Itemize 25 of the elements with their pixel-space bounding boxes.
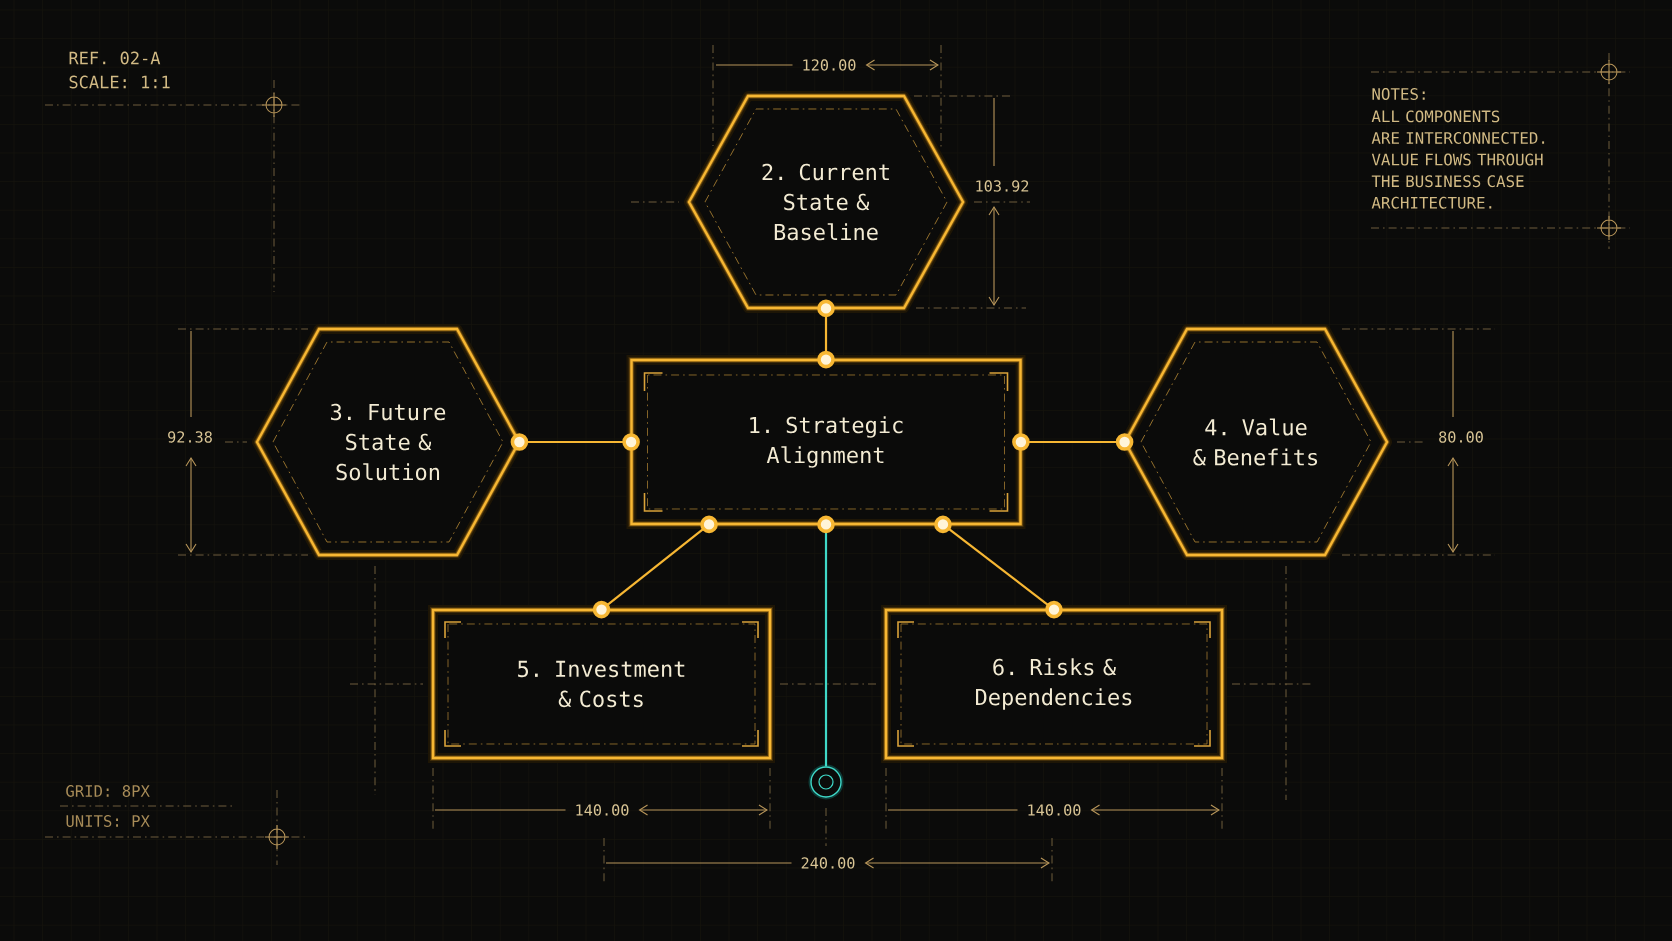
dimension-label: 140.00 [1028, 804, 1081, 816]
dimension-label: 240.00 [801, 857, 855, 869]
dimension-label: 120.00 [803, 59, 856, 71]
notes-heading: NOTES: [1372, 88, 1425, 100]
connector-line [817, 515, 835, 767]
hexagon-box: 3. Future State & Solution [252, 324, 524, 560]
hexagon-box: 2. Current State & Baseline [684, 91, 968, 313]
dimension-label: 92.38 [168, 431, 212, 443]
process-box: 5. Investment & Costs [428, 605, 775, 763]
scale-text: SCALE: 1:1 [69, 75, 170, 89]
connector-line [934, 515, 1063, 619]
hexagon-box: 4. Value & Benefits [1120, 324, 1392, 560]
connector-line [817, 299, 835, 369]
connector-line [1012, 433, 1134, 451]
notes-text: ALL COMPONENTS ARE INTERCONNECTED. VALUE FLOWS THROUGH THE BUSINESS CASE ARCHITECTURE. [1371, 110, 1545, 209]
process-box: 1. Strategic Alignment [626, 355, 1026, 529]
connector-line [510, 433, 640, 451]
target-circle [808, 764, 844, 800]
dimension-label: 80.00 [1439, 431, 1483, 443]
grid-note: GRID: 8PX [66, 785, 150, 797]
units-note: UNITS: PX [66, 815, 150, 827]
connector-line [592, 515, 718, 619]
reference-text: REF. 02-A [69, 51, 161, 65]
process-box: 6. Risks & Dependencies [881, 605, 1227, 763]
dimension-label: 140.00 [576, 804, 629, 816]
